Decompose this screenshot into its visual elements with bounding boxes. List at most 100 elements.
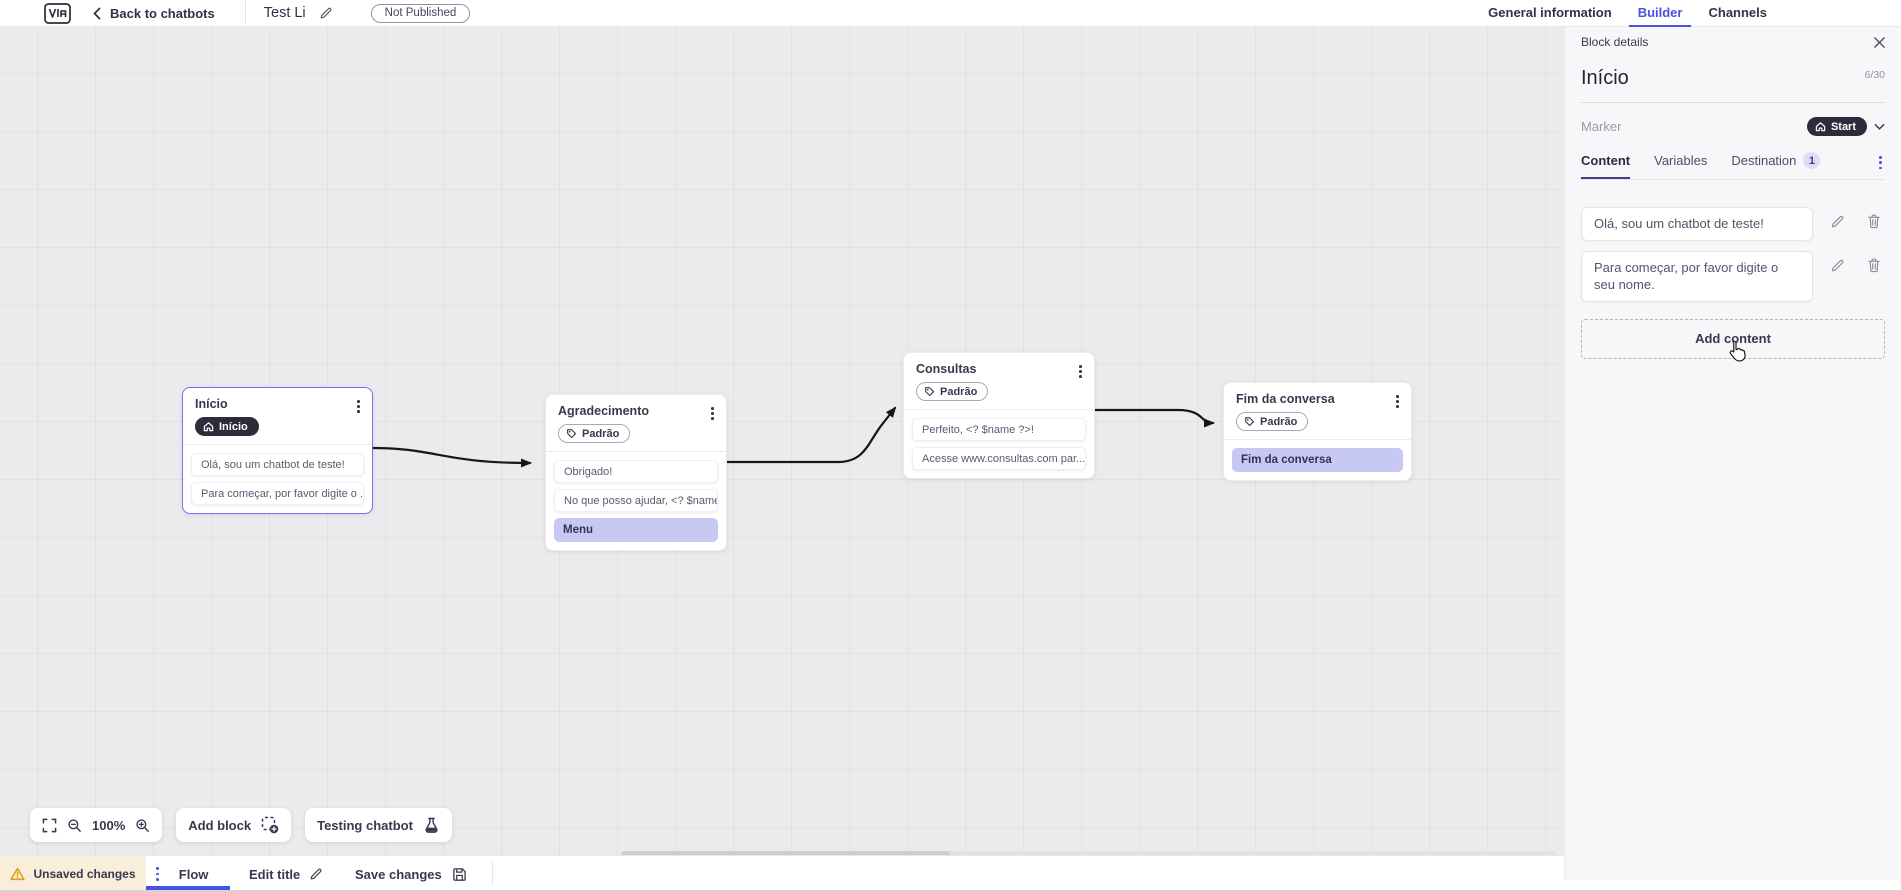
- content-message[interactable]: Para começar, por favor digite o seu nom…: [1581, 251, 1813, 302]
- marker-label: Marker: [1581, 119, 1622, 134]
- block-button-menu[interactable]: Menu: [554, 518, 718, 542]
- block-title: Consultas: [916, 362, 977, 376]
- message-card[interactable]: No que posso ajudar, <? $name ...: [554, 489, 718, 512]
- content-list: Olá, sou um chatbot de teste! Para começ…: [1581, 207, 1885, 302]
- block-title: Agradecimento: [558, 404, 649, 418]
- edit-title-icon[interactable]: [319, 6, 333, 20]
- add-block-label: Add block: [188, 817, 252, 833]
- tag-label: Padrão: [940, 385, 978, 398]
- flow-label: Flow: [178, 866, 209, 882]
- tab-label: Content: [1581, 153, 1631, 168]
- tag-icon: [1245, 417, 1255, 427]
- marker-select[interactable]: Start: [1806, 117, 1885, 136]
- destination-count-badge: 1: [1803, 152, 1821, 169]
- home-icon: [203, 422, 214, 432]
- top-bar: Back to chatbots Test Li Not Published G…: [0, 0, 1901, 27]
- content-message[interactable]: Olá, sou um chatbot de teste!: [1581, 207, 1813, 242]
- delete-icon[interactable]: [1867, 258, 1881, 273]
- block-button-fim[interactable]: Fim da conversa: [1232, 448, 1403, 472]
- tab-content[interactable]: Content: [1581, 153, 1631, 179]
- row-actions: [1830, 258, 1881, 273]
- horizontal-scrollbar-thumb[interactable]: [622, 851, 950, 857]
- wire-inicio-agradecimento: [371, 446, 532, 468]
- tag-icon: [925, 387, 935, 397]
- zoom-out-icon[interactable]: [67, 818, 82, 833]
- block-menu-icon[interactable]: [355, 398, 362, 415]
- block-badge-row: Padrão: [546, 422, 726, 451]
- flow-block-inicio[interactable]: Início Início Olá, sou um chatbot de tes…: [182, 387, 373, 514]
- block-body: Perfeito, <? $name ?>! Acesse www.consul…: [904, 409, 1094, 478]
- fit-screen-icon[interactable]: [42, 818, 57, 833]
- tag-badge: Padrão: [558, 424, 631, 443]
- block-body: Obrigado! No que posso ajudar, <? $name …: [546, 451, 726, 550]
- horizontal-scrollbar[interactable]: [620, 851, 1556, 857]
- tag-badge: Padrão: [1236, 412, 1309, 431]
- tag-icon: [567, 429, 577, 439]
- edit-title-button[interactable]: Edit title: [249, 856, 323, 892]
- back-to-chatbots-button[interactable]: Back to chatbots: [93, 6, 215, 21]
- back-label: Back to chatbots: [110, 5, 215, 21]
- block-badge-row: Início: [183, 415, 372, 444]
- panel-body: Início 6/30 Marker Start Content: [1565, 57, 1901, 359]
- flow-block-consultas[interactable]: Consultas Padrão Perfeito, <? $name ?>! …: [903, 352, 1095, 479]
- panel-menu-icon[interactable]: [1876, 153, 1885, 172]
- zoom-controls: 100%: [30, 808, 163, 842]
- add-block-icon: [261, 816, 279, 834]
- tag-label: Padrão: [582, 427, 620, 440]
- panel-bottom-spacer: [1564, 880, 1901, 892]
- testing-chatbot-button[interactable]: Testing chatbot: [305, 808, 452, 842]
- app-logo-icon[interactable]: [44, 2, 71, 24]
- flow-canvas[interactable]: Início Início Olá, sou um chatbot de tes…: [0, 27, 1564, 855]
- tag-badge: Padrão: [916, 382, 989, 401]
- block-name-field[interactable]: Início 6/30: [1581, 67, 1885, 103]
- message-card[interactable]: Para começar, por favor digite o ...: [191, 482, 364, 505]
- warning-icon: [10, 867, 26, 881]
- delete-icon[interactable]: [1867, 214, 1881, 229]
- tab-destination[interactable]: Destination 1: [1731, 152, 1821, 180]
- tag-label: Padrão: [1260, 415, 1298, 428]
- start-marker-pill: Start: [1806, 117, 1867, 136]
- tab-general-information[interactable]: General information: [1488, 5, 1612, 20]
- message-card[interactable]: Olá, sou um chatbot de teste!: [191, 453, 364, 476]
- flow-block-fim-da-conversa[interactable]: Fim da conversa Padrão Fim da conversa: [1223, 382, 1412, 481]
- block-menu-icon[interactable]: [1077, 363, 1084, 380]
- zoom-in-icon[interactable]: [135, 818, 150, 833]
- block-menu-icon[interactable]: [709, 405, 716, 422]
- block-header: Consultas: [904, 353, 1094, 380]
- add-block-button[interactable]: Add block: [176, 808, 292, 842]
- row-actions: [1830, 214, 1881, 229]
- start-marker-badge: Início: [195, 417, 259, 436]
- close-icon[interactable]: [1873, 36, 1886, 49]
- tab-flow[interactable]: Flow: [146, 856, 230, 892]
- block-menu-icon[interactable]: [1394, 393, 1401, 410]
- message-card[interactable]: Obrigado!: [554, 460, 718, 483]
- home-icon: [1815, 122, 1826, 132]
- panel-tabs: Content Variables Destination 1: [1581, 152, 1885, 180]
- window-bottom-edge: [0, 890, 1901, 892]
- edit-icon[interactable]: [1830, 258, 1845, 273]
- tab-builder[interactable]: Builder: [1628, 0, 1692, 27]
- block-body: Olá, sou um chatbot de teste! Para começ…: [183, 444, 372, 513]
- divider: [492, 862, 493, 886]
- tab-variables[interactable]: Variables: [1654, 153, 1707, 179]
- block-name-value[interactable]: Início: [1581, 67, 1629, 89]
- block-badge-row: Padrão: [1224, 410, 1411, 439]
- message-card[interactable]: Perfeito, <? $name ?>!: [912, 418, 1086, 441]
- panel-header: Block details: [1565, 27, 1901, 57]
- edit-icon[interactable]: [1830, 214, 1845, 229]
- marker-value: Start: [1830, 120, 1856, 133]
- add-content-button[interactable]: Add content: [1581, 318, 1885, 359]
- flow-block-agradecimento[interactable]: Agradecimento Padrão Obrigado! No que po…: [545, 394, 727, 551]
- block-header: Início: [183, 388, 372, 415]
- pencil-icon: [310, 868, 322, 880]
- marker-row: Marker Start: [1581, 117, 1885, 136]
- message-card[interactable]: Acesse www.consultas.com par...: [912, 447, 1086, 470]
- tab-label: Variables: [1654, 153, 1708, 168]
- panel-title: Block details: [1581, 35, 1649, 49]
- tab-channels[interactable]: Channels: [1708, 5, 1767, 20]
- canvas-toolbar: 100% Add block Testing chatbot: [0, 808, 452, 842]
- save-changes-label: Save changes: [355, 866, 442, 882]
- flow-menu-icon[interactable]: [153, 864, 162, 883]
- save-changes-button[interactable]: Save changes: [355, 856, 467, 892]
